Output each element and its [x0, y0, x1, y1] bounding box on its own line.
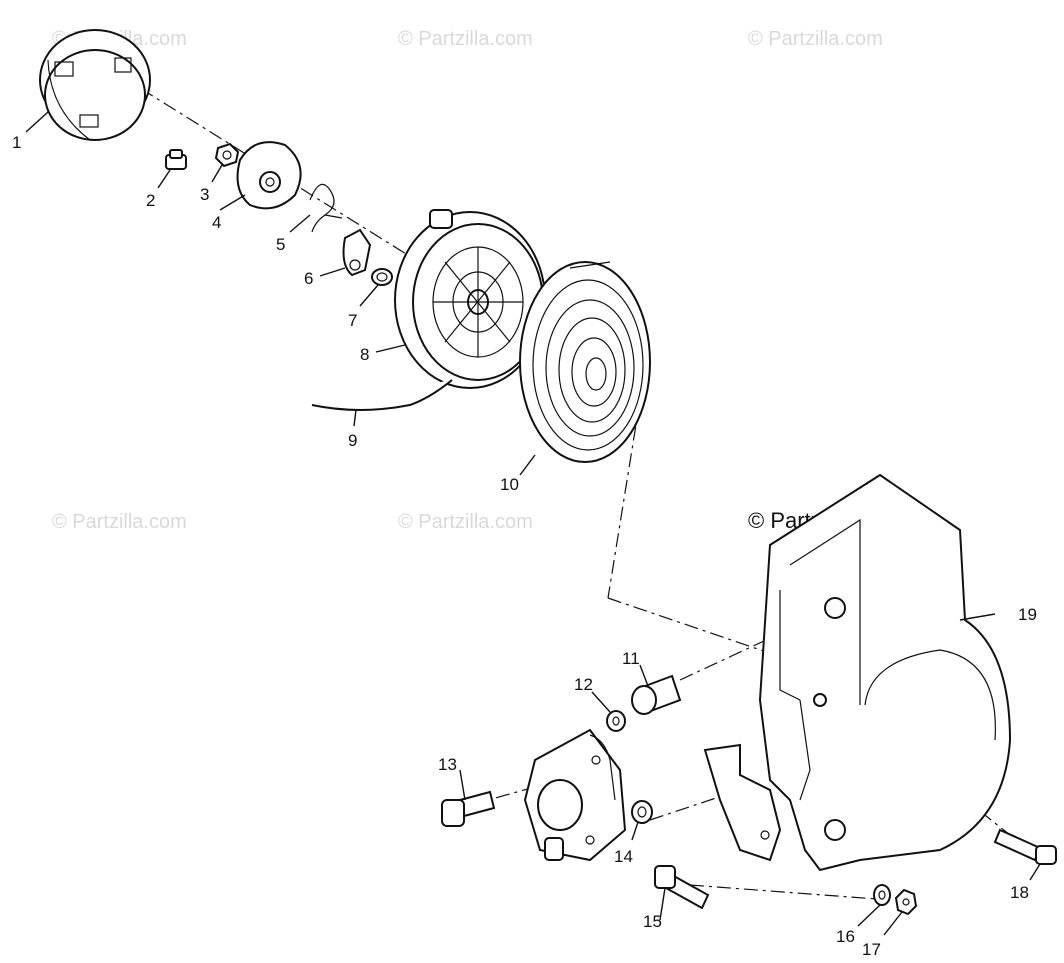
watermark-mid-center: © Partzilla.com [398, 511, 533, 533]
bracket [703, 743, 782, 862]
part-19-recoil-housing [758, 473, 1012, 872]
callout-5: 5 [276, 235, 285, 254]
part-4-drive-plate [236, 141, 302, 210]
watermark-top-center: © Partzilla.com [398, 28, 533, 50]
callout-8: 8 [360, 345, 369, 364]
part-1-starter-cup [39, 29, 151, 141]
part-11-collar [631, 674, 682, 715]
callout-15: 15 [643, 912, 662, 931]
callout-9: 9 [348, 431, 357, 450]
callout-14: 14 [614, 847, 633, 866]
leader-lines [25, 111, 1041, 936]
part-3-nut [214, 142, 240, 168]
callout-11: 11 [622, 649, 640, 668]
part-5-spring-clip [309, 183, 343, 233]
callout-16: 16 [836, 927, 855, 946]
callout-2: 2 [146, 191, 155, 210]
part-6-ratchet-pawl [342, 228, 372, 277]
callout-1: 1 [12, 133, 21, 152]
watermark-top-right: © Partzilla.com [748, 28, 883, 50]
part-17-nut [894, 888, 918, 916]
part-9-starter-rope [311, 379, 453, 411]
part-7-pawl-spring [371, 268, 393, 286]
callout-19: 19 [1018, 605, 1037, 624]
part-16-washer [873, 884, 891, 906]
callout-6: 6 [304, 269, 313, 288]
callout-17: 17 [862, 940, 881, 959]
callout-12: 12 [574, 675, 593, 694]
callout-18: 18 [1010, 883, 1029, 902]
callout-4: 4 [212, 213, 221, 232]
watermark-mid-left: © Partzilla.com [52, 511, 187, 533]
part-15-bolt [654, 865, 710, 910]
callout-labels: 1 2 3 4 5 6 7 8 9 10 19 11 12 13 14 15 1… [12, 133, 1037, 959]
callout-7: 7 [348, 311, 357, 330]
callout-3: 3 [200, 185, 209, 204]
callout-10: 10 [500, 475, 519, 494]
part-18-bolt [993, 828, 1057, 865]
callout-13: 13 [438, 755, 457, 774]
part-14-grommet [631, 800, 653, 824]
part-12-washer [606, 710, 626, 732]
part-8-rope-pulley [394, 209, 546, 389]
part-13-bolt [441, 790, 496, 827]
part-2-bolt [165, 149, 187, 170]
pulse-pump-assembly [523, 728, 627, 862]
part-10-recoil-spring [519, 261, 651, 463]
